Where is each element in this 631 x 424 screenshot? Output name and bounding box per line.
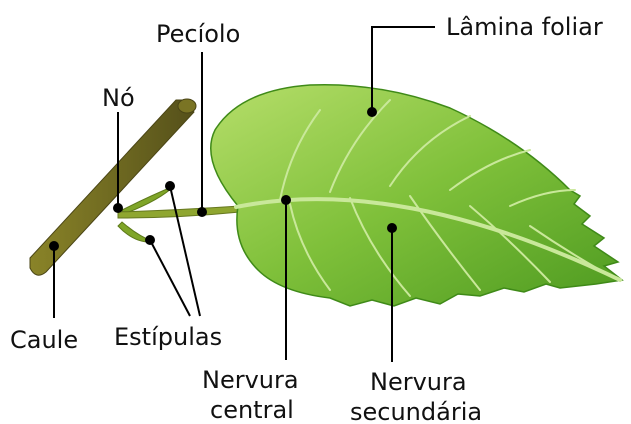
label-nervura-central-line1: Nervura xyxy=(202,366,299,394)
label-lamina-foliar: Lâmina foliar xyxy=(446,13,603,41)
label-caule: Caule xyxy=(10,326,78,354)
label-nervura-secundaria-line1: Nervura xyxy=(370,368,467,396)
label-nervura-central-line2: central xyxy=(210,396,294,424)
label-no: Nó xyxy=(102,84,135,112)
leaf-blade xyxy=(211,85,622,306)
label-nervura-secundaria-line2: secundária xyxy=(350,398,482,424)
label-estipulas: Estípulas xyxy=(114,323,222,351)
label-peciolo: Pecíolo xyxy=(156,20,240,48)
